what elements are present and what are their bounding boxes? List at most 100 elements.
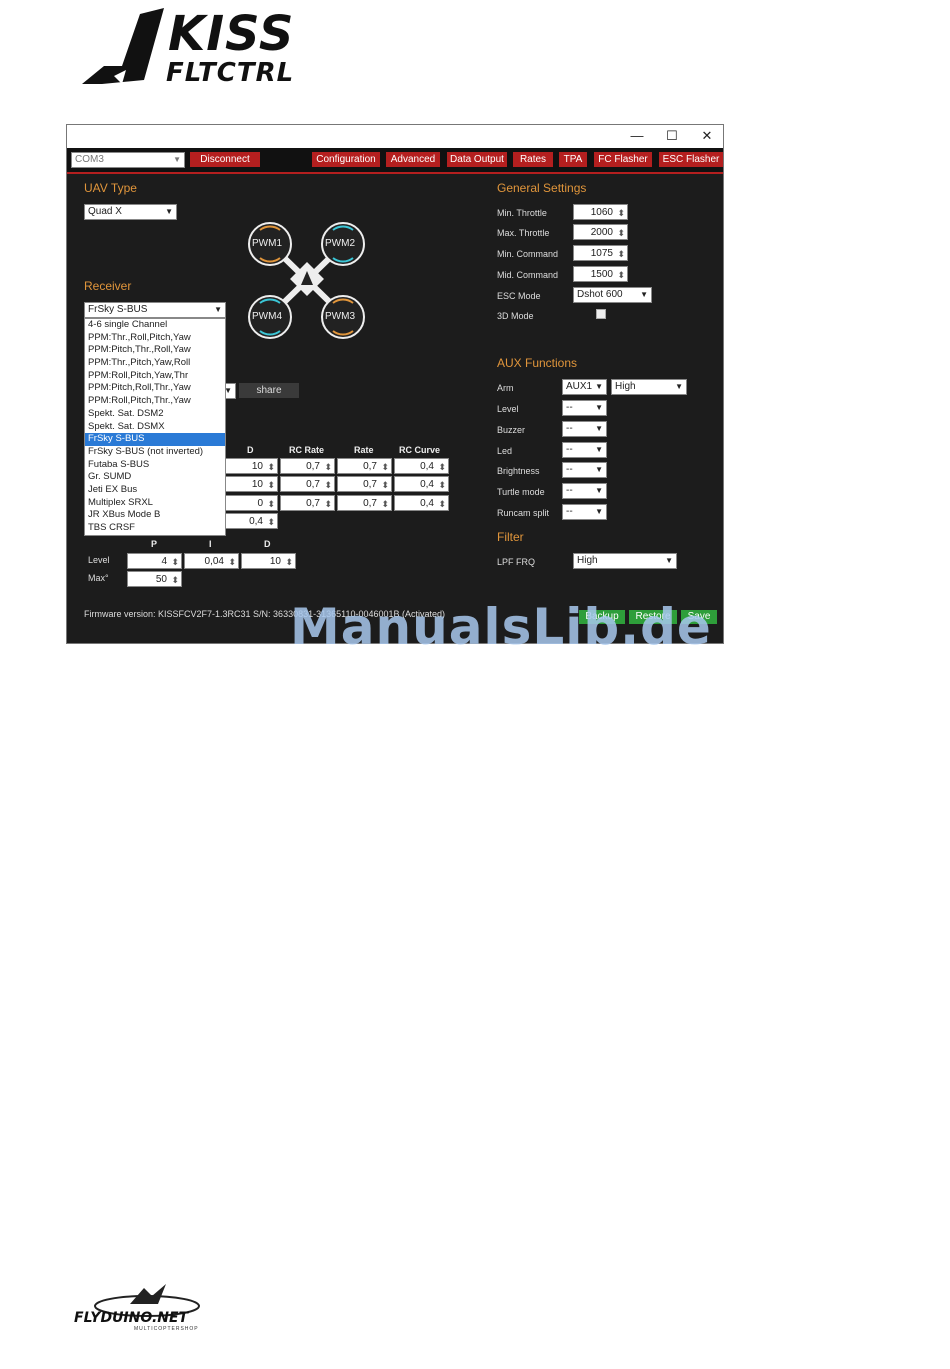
aux-buzzer-label: Buzzer — [497, 425, 526, 435]
aux-runcam-select[interactable]: -- ▼ — [562, 504, 607, 520]
motor-pwm2-label: PWM2 — [325, 238, 355, 249]
receiver-option[interactable]: PPM:Roll,Pitch,Thr.,Yaw — [88, 395, 191, 407]
rc-rate-yaw[interactable]: 0,7 — [280, 495, 335, 512]
aux-level-select[interactable]: -- ▼ — [562, 400, 607, 416]
chevron-down-icon: ▼ — [224, 386, 232, 395]
chevron-down-icon: ▼ — [675, 382, 683, 391]
3d-mode-checkbox[interactable] — [596, 309, 606, 319]
receiver-option[interactable]: Gr. SUMD — [88, 471, 132, 483]
lpf-frq-select[interactable]: High ▼ — [573, 553, 677, 569]
aux-led-select[interactable]: -- ▼ — [562, 442, 607, 458]
mid-command-input[interactable]: 1500 — [573, 266, 628, 283]
pid-d-pitch[interactable]: 10 — [225, 476, 278, 493]
rc-curve-pitch[interactable]: 0,4 — [394, 476, 449, 493]
chevron-down-icon: ▼ — [595, 445, 603, 454]
aux-buzzer-value: -- — [566, 423, 573, 434]
receiver-option[interactable]: PPM:Pitch,Thr.,Roll,Yaw — [88, 344, 191, 356]
rc-curve-yaw[interactable]: 0,4 — [394, 495, 449, 512]
close-button[interactable]: ✕ — [701, 128, 713, 143]
pid-extra[interactable]: 0,4 — [225, 513, 278, 530]
chevron-down-icon: ▼ — [595, 486, 603, 495]
chevron-down-icon: ▼ — [214, 305, 222, 314]
rate-pitch[interactable]: 0,7 — [337, 476, 392, 493]
restore-button[interactable]: Restore — [629, 610, 677, 624]
chevron-down-icon: ▼ — [173, 155, 181, 164]
rate-roll[interactable]: 0,7 — [337, 458, 392, 475]
port-select[interactable]: COM3 ▼ — [71, 152, 185, 168]
flyduino-name: FLYDUINO.NET — [74, 1310, 189, 1326]
motor-pwm3-label: PWM3 — [325, 311, 355, 322]
max-throttle-input[interactable]: 2000 — [573, 224, 628, 241]
receiver-option[interactable]: PPM:Pitch,Roll,Thr.,Yaw — [88, 382, 191, 394]
chevron-down-icon: ▼ — [595, 403, 603, 412]
receiver-option[interactable]: Futaba S-BUS — [88, 458, 150, 470]
receiver-option[interactable]: TBS CRSF — [88, 522, 135, 533]
rate-yaw[interactable]: 0,7 — [337, 495, 392, 512]
receiver-option[interactable]: Multiplex SRXL — [88, 496, 153, 508]
esc-mode-value: Dshot 600 — [577, 289, 623, 300]
receiver-option[interactable]: Spekt. Sat. DSM2 — [88, 407, 164, 419]
receiver-option[interactable]: Spekt. Sat. DSMX — [88, 420, 165, 432]
rc-rate-roll[interactable]: 0,7 — [280, 458, 335, 475]
pid-header-rate: Rate — [354, 445, 374, 455]
level-p-input[interactable]: 4 — [127, 553, 182, 570]
flyduino-copter-icon — [94, 1284, 200, 1317]
backup-button[interactable]: Backup — [579, 610, 625, 624]
receiver-option[interactable]: JR XBus Mode B — [88, 509, 161, 521]
aux-arm-level-select[interactable]: High ▼ — [611, 379, 687, 395]
uav-type-select[interactable]: Quad X ▼ — [84, 204, 177, 220]
rc-rate-pitch[interactable]: 0,7 — [280, 476, 335, 493]
aux-turtle-label: Turtle mode — [497, 487, 545, 497]
tab-esc-flasher[interactable]: ESC Flasher — [659, 152, 723, 167]
max-angle-label: Max° — [88, 573, 109, 583]
receiver-option[interactable]: Jeti EX Bus — [88, 483, 138, 495]
tab-fc-flasher[interactable]: FC Flasher — [594, 152, 652, 167]
tab-configuration[interactable]: Configuration — [312, 152, 380, 167]
aux-arm-select[interactable]: AUX1 ▼ — [562, 379, 607, 395]
receiver-option[interactable]: PPM:Thr.,Pitch,Yaw,Roll — [88, 357, 191, 369]
aux-brightness-select[interactable]: -- ▼ — [562, 462, 607, 478]
aux-buzzer-select[interactable]: -- ▼ — [562, 421, 607, 437]
min-command-input[interactable]: 1075 — [573, 245, 628, 262]
tab-rates[interactable]: Rates — [513, 152, 553, 167]
receiver-option[interactable]: FrSky S-BUS (not inverted) — [88, 445, 204, 457]
share-button[interactable]: share — [239, 383, 299, 398]
pid-d-roll[interactable]: 10 — [225, 458, 278, 475]
receiver-option[interactable]: FrSky S-BUS — [85, 433, 225, 446]
disconnect-button[interactable]: Disconnect — [190, 152, 260, 167]
receiver-option[interactable]: PPM:Roll,Pitch,Yaw,Thr — [88, 369, 189, 381]
filter-title: Filter — [497, 530, 524, 544]
tab-data-output[interactable]: Data Output — [447, 152, 507, 167]
receiver-select[interactable]: FrSky S-BUS ▼ — [84, 302, 226, 318]
chevron-down-icon: ▼ — [595, 465, 603, 474]
title-bar: — ☐ ✕ — [67, 125, 723, 149]
quad-frame-icon — [248, 222, 365, 339]
min-throttle-input[interactable]: 1060 — [573, 204, 628, 221]
aux-level-value: -- — [566, 402, 573, 413]
aux-arm-label: Arm — [497, 383, 514, 393]
rc-curve-roll[interactable]: 0,4 — [394, 458, 449, 475]
receiver-option[interactable]: PPM:Thr.,Roll,Pitch,Yaw — [88, 331, 191, 343]
level-i-input[interactable]: 0,04 — [184, 553, 239, 570]
minimize-button[interactable]: — — [630, 128, 644, 143]
level-label: Level — [88, 555, 110, 565]
aux-turtle-select[interactable]: -- ▼ — [562, 483, 607, 499]
tab-tpa[interactable]: TPA — [559, 152, 587, 167]
lpf-frq-label: LPF FRQ — [497, 557, 536, 567]
flyduino-logo: FLYDUINO.NET MULTICOPTERSHOP — [72, 1282, 222, 1334]
aux-level-label: Level — [497, 404, 519, 414]
maximize-button[interactable]: ☐ — [666, 128, 678, 143]
save-button[interactable]: Save — [681, 610, 717, 624]
tab-advanced[interactable]: Advanced — [386, 152, 440, 167]
pid-d-yaw[interactable]: 0 — [225, 495, 278, 512]
chevron-down-icon: ▼ — [165, 207, 173, 216]
aux-turtle-value: -- — [566, 485, 573, 496]
esc-mode-select[interactable]: Dshot 600 ▼ — [573, 287, 652, 303]
toolbar: COM3 ▼ Disconnect Configuration Advanced… — [67, 148, 723, 174]
level-d-input[interactable]: 10 — [241, 553, 296, 570]
max-angle-input[interactable]: 50 — [127, 571, 182, 588]
chevron-down-icon: ▼ — [595, 507, 603, 516]
receiver-option[interactable]: 4-6 single Channel — [88, 319, 168, 330]
aux-brightness-value: -- — [566, 464, 573, 475]
3d-mode-label: 3D Mode — [497, 311, 534, 321]
